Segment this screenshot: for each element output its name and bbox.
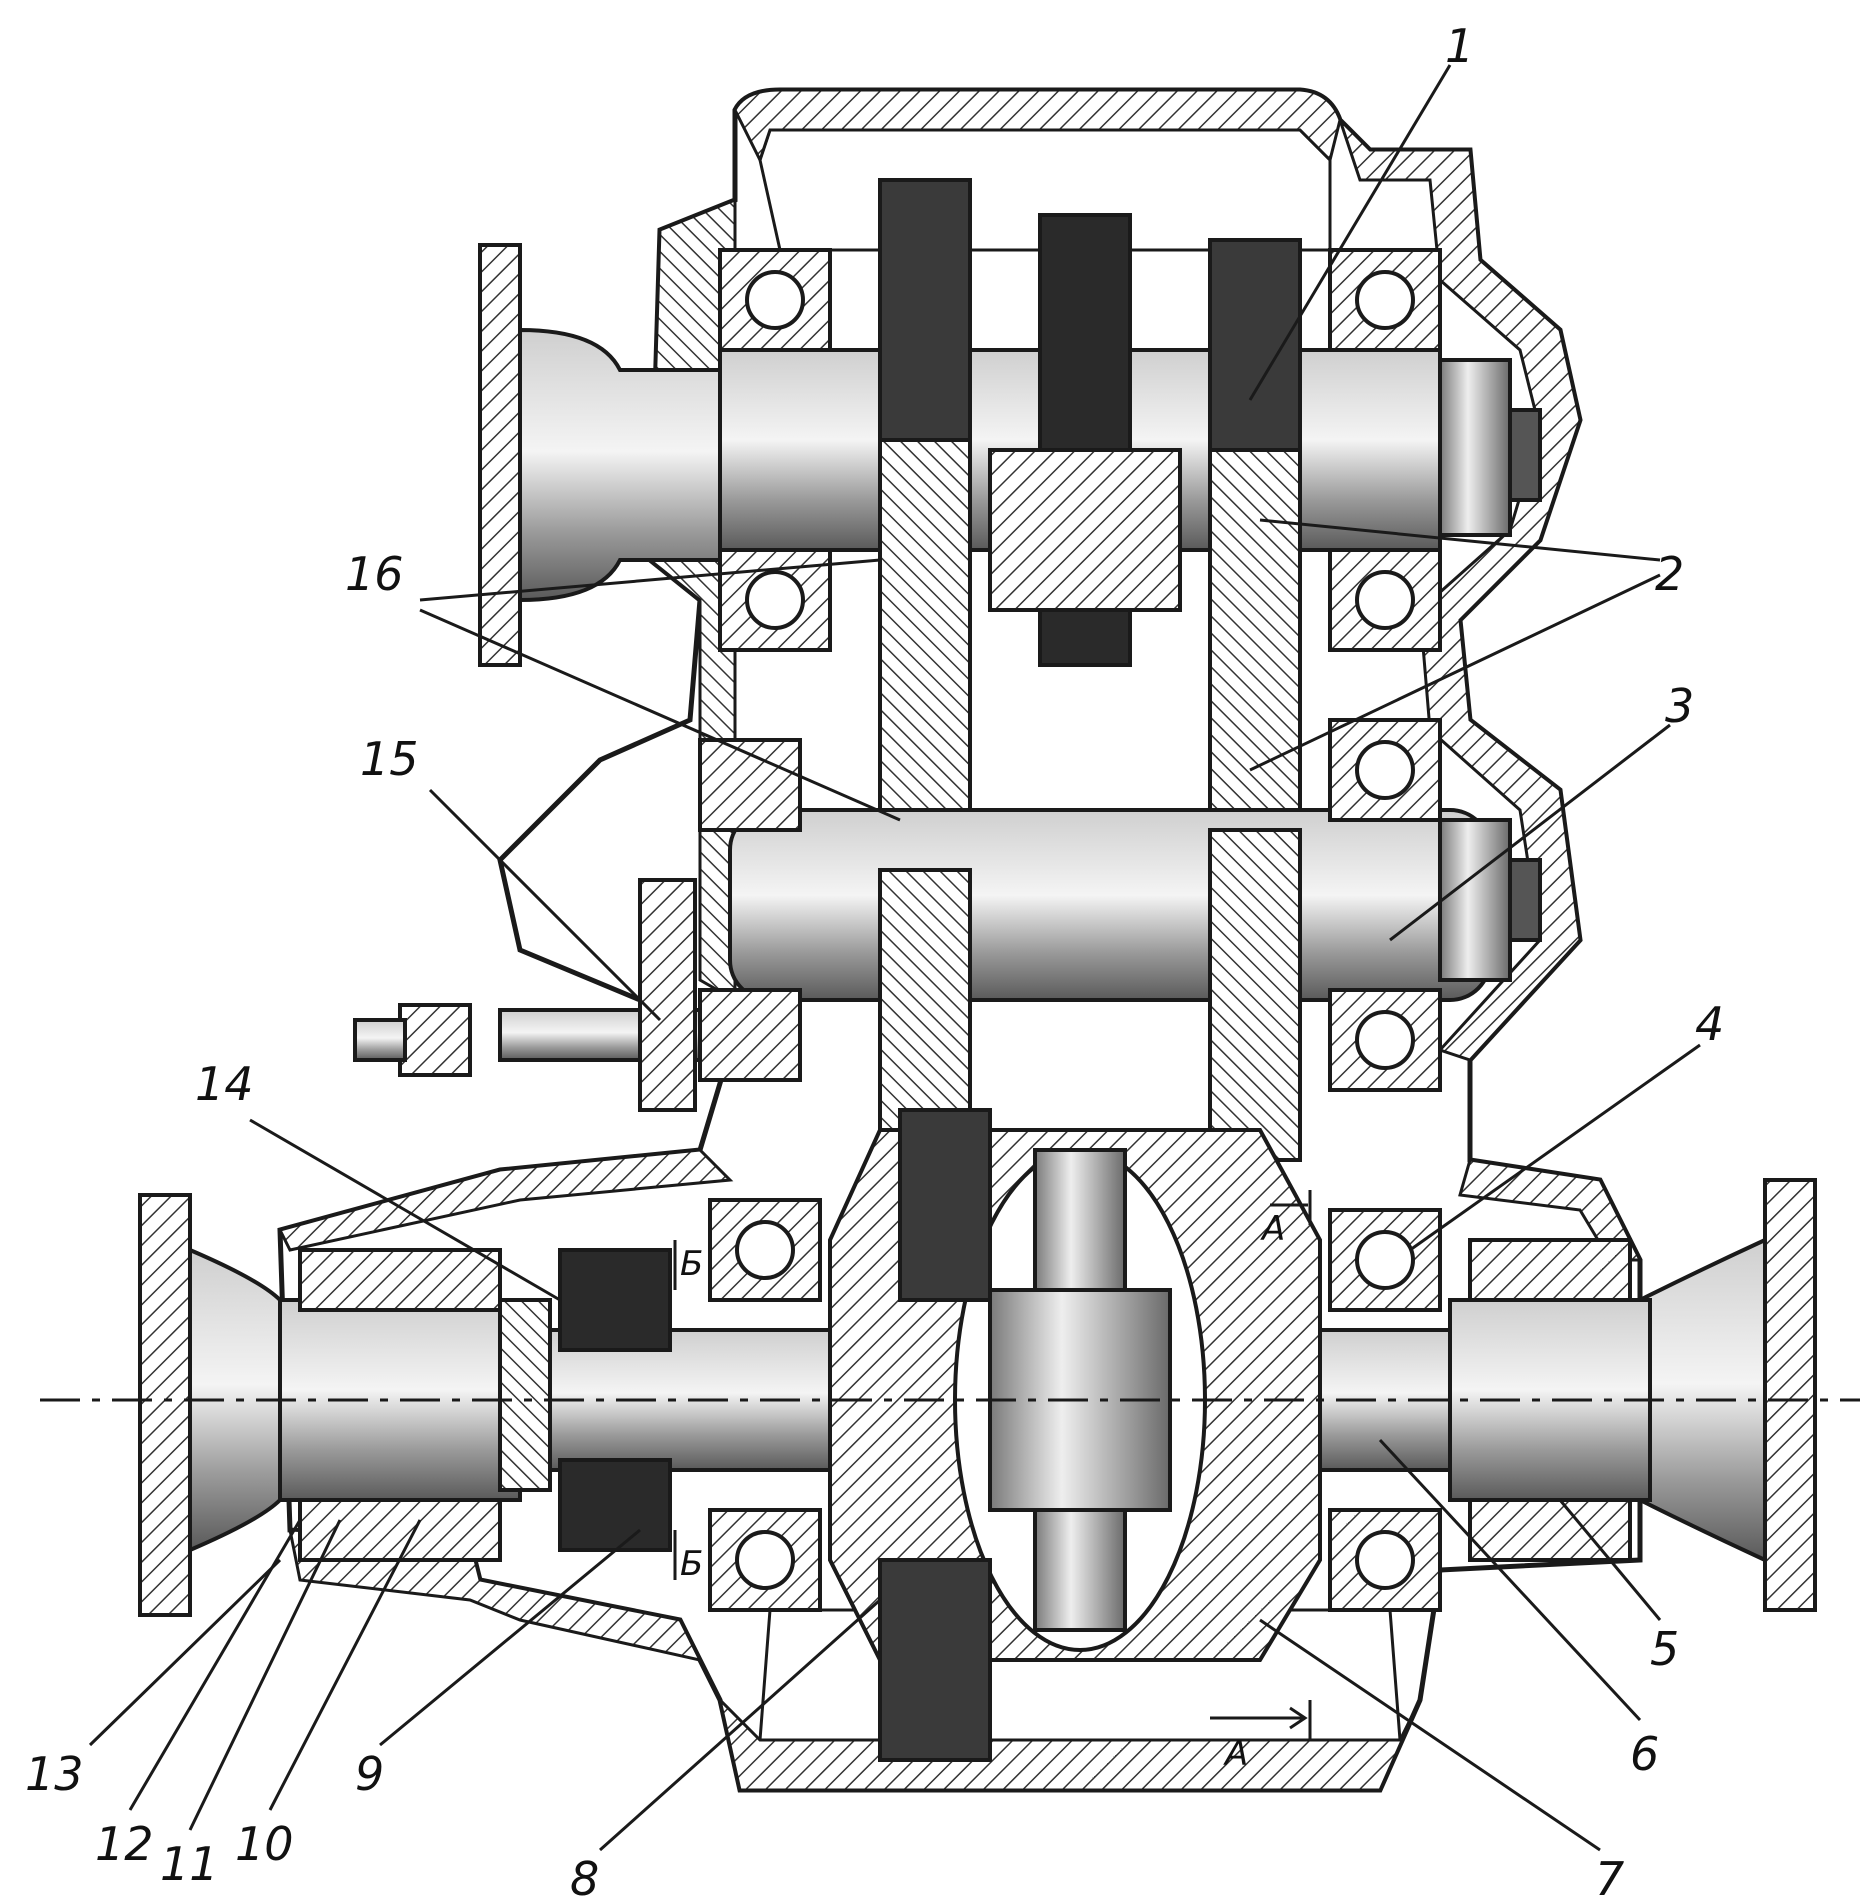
callout-8: 8 <box>570 1852 599 1901</box>
section-mark-b-bottom: Б <box>680 1544 703 1584</box>
callout-13: 13 <box>25 1747 84 1801</box>
leader-lines <box>88 64 1701 1852</box>
section-mark-b-top: Б <box>680 1244 703 1284</box>
callout-9: 9 <box>355 1747 384 1801</box>
callout-3: 3 <box>1665 679 1694 733</box>
callout-1: 1 <box>1445 19 1474 73</box>
section-marks <box>673 1190 1312 1740</box>
leader-2b <box>1249 573 1661 772</box>
input-flange <box>478 243 522 667</box>
section-mark-a-top: A <box>1260 1209 1285 1249</box>
callout-16: 16 <box>345 547 404 601</box>
leader-9 <box>379 1528 641 1747</box>
right-output-flange <box>1763 1178 1817 1612</box>
intermediate-shaft-assembly <box>353 718 1542 1162</box>
clutch-sleeve <box>558 1248 672 1352</box>
leader-5 <box>1558 1499 1662 1621</box>
callout-14: 14 <box>195 1057 254 1111</box>
section-mark-a-bottom: A <box>1223 1734 1248 1774</box>
leader-16a <box>419 558 881 602</box>
callout-7: 7 <box>1595 1852 1624 1901</box>
leader-6 <box>1378 1438 1642 1722</box>
leader-13 <box>88 1558 282 1747</box>
leader-16b <box>419 608 901 822</box>
leader-11 <box>188 1519 342 1831</box>
leader-8 <box>599 1598 881 1852</box>
callout-11: 11 <box>160 1837 219 1891</box>
left-output-flange <box>138 1193 192 1617</box>
callout-6: 6 <box>1630 1727 1659 1781</box>
callout-4: 4 <box>1695 997 1724 1051</box>
leader-7 <box>1259 1618 1601 1852</box>
leader-2a <box>1259 518 1661 562</box>
callout-15: 15 <box>360 732 419 786</box>
callout-5: 5 <box>1650 1622 1679 1676</box>
callout-2: 2 <box>1655 547 1684 601</box>
intermediate-shaft <box>728 808 1492 1002</box>
callout-12: 12 <box>95 1817 154 1871</box>
callout-10: 10 <box>235 1817 294 1871</box>
leader-1 <box>1248 64 1452 401</box>
leader-14 <box>249 1118 561 1302</box>
upper-shaft-assembly <box>478 178 1542 872</box>
crown-gear <box>878 1558 992 1762</box>
leader-4 <box>1409 1043 1701 1252</box>
leader-3 <box>1389 723 1671 942</box>
leader-10 <box>268 1519 422 1811</box>
upper-shaft-nut <box>1438 358 1512 537</box>
leader-15 <box>428 788 662 1022</box>
